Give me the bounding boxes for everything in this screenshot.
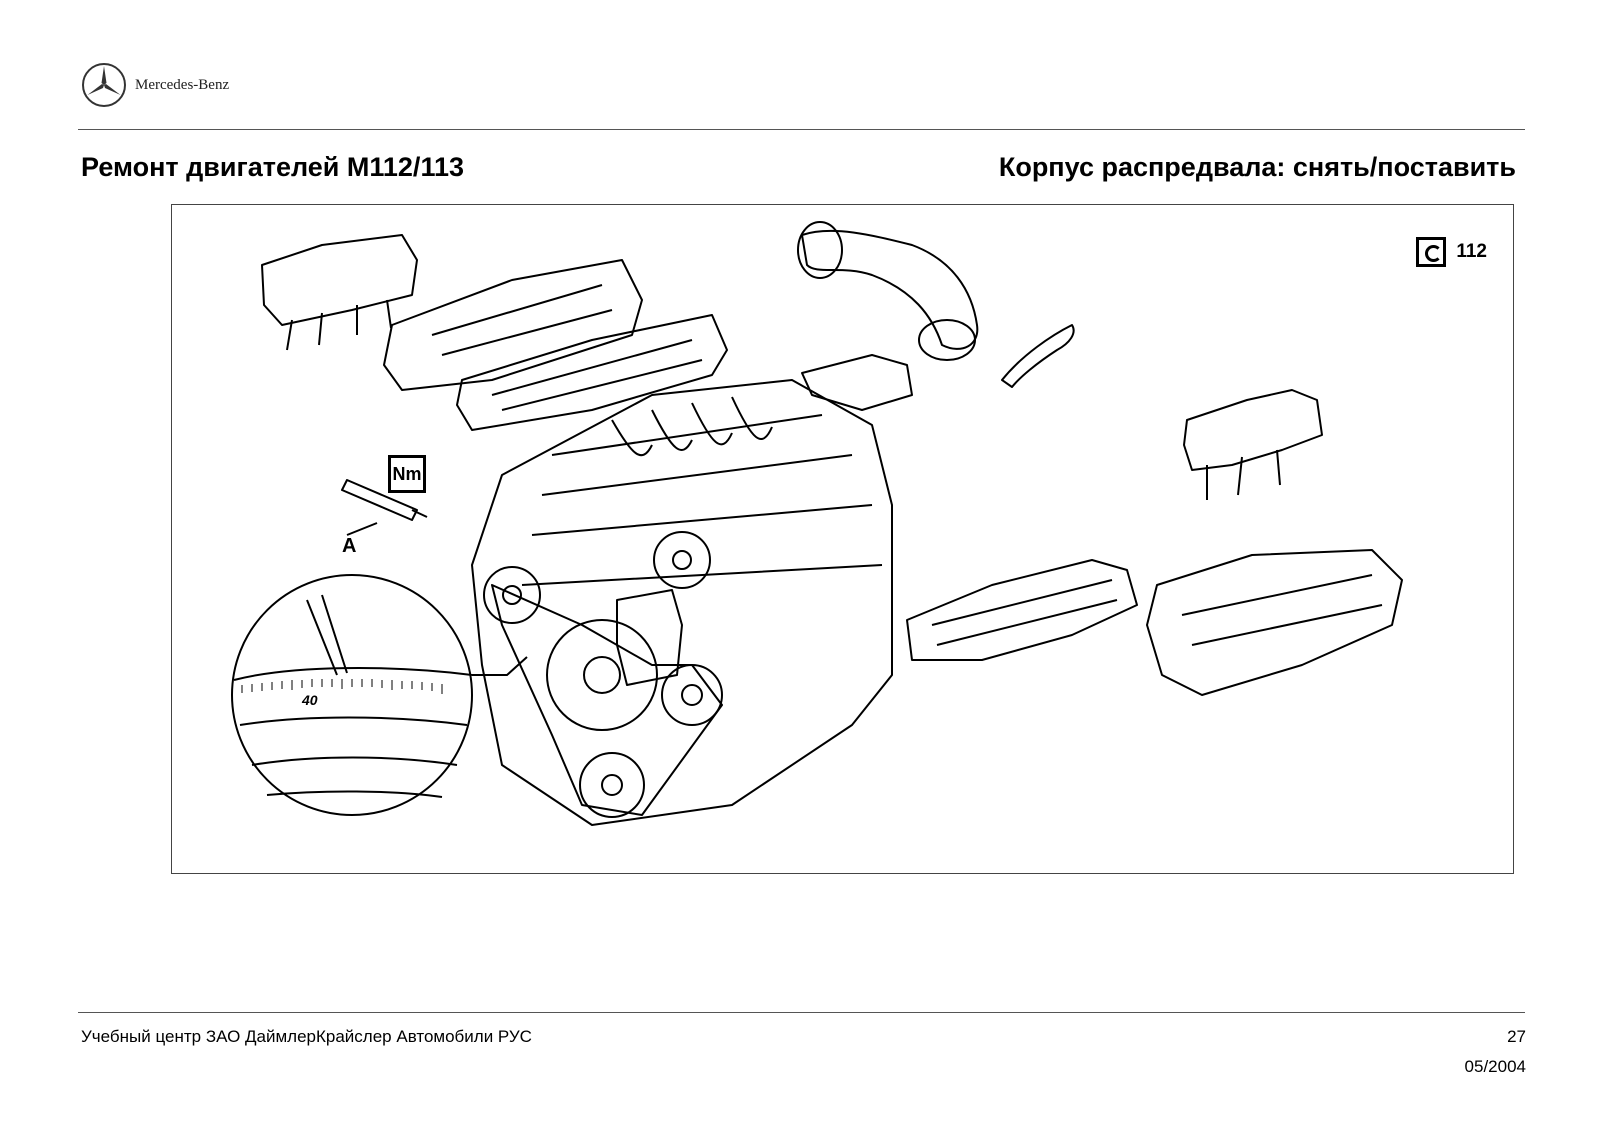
- brand-logo: Mercedes-Benz: [81, 62, 229, 108]
- page-title: Ремонт двигателей М112/113: [81, 152, 464, 182]
- footer-divider: [78, 1012, 1525, 1013]
- camshaft-gear: [653, 531, 711, 589]
- dial-label: 40: [301, 692, 318, 708]
- throttle-body: [801, 354, 913, 411]
- camshaft-housing-left: [456, 314, 728, 431]
- cylinder-head-cover-right: [1146, 549, 1403, 696]
- page-number: 27: [1507, 1027, 1526, 1046]
- camshaft-housing-right: [906, 559, 1138, 661]
- part-label-a: A: [342, 535, 357, 557]
- header-divider: [78, 129, 1525, 130]
- air-intake-hose: [801, 229, 979, 350]
- footer-organization: Учебный центр ЗАО ДаймлерКрайслер Автомо…: [81, 1027, 532, 1046]
- engine-type-badge: 112: [1416, 237, 1487, 267]
- ignition-coil-left: [261, 234, 418, 326]
- crank-pulley: [546, 619, 658, 731]
- alternator-pulley: [579, 752, 645, 818]
- engine-exploded-diagram: 40 Nm 112 A: [171, 204, 1514, 874]
- cylinder-head-cover-left: [383, 259, 643, 391]
- footer-date: 05/2004: [1464, 1057, 1526, 1076]
- brand-name: Mercedes-Benz: [135, 76, 230, 93]
- section-title: Корпус распредвала: снять/поставить: [998, 152, 1516, 182]
- sensor-bolt-a: [341, 479, 418, 521]
- power-steering-reservoir: [616, 589, 683, 686]
- engine-rotate-icon: [1416, 237, 1447, 267]
- coolant-hose: [1001, 324, 1075, 388]
- ignition-coil-right: [1183, 389, 1323, 471]
- torque-nm-icon: Nm: [388, 455, 426, 493]
- mercedes-star-icon: [82, 63, 126, 107]
- engine-block: [471, 379, 893, 826]
- water-pump-pulley: [483, 566, 541, 624]
- engine-line-drawing: 40: [231, 221, 1403, 826]
- magnified-inset: [231, 574, 473, 816]
- engine-type-number: 112: [1456, 241, 1487, 262]
